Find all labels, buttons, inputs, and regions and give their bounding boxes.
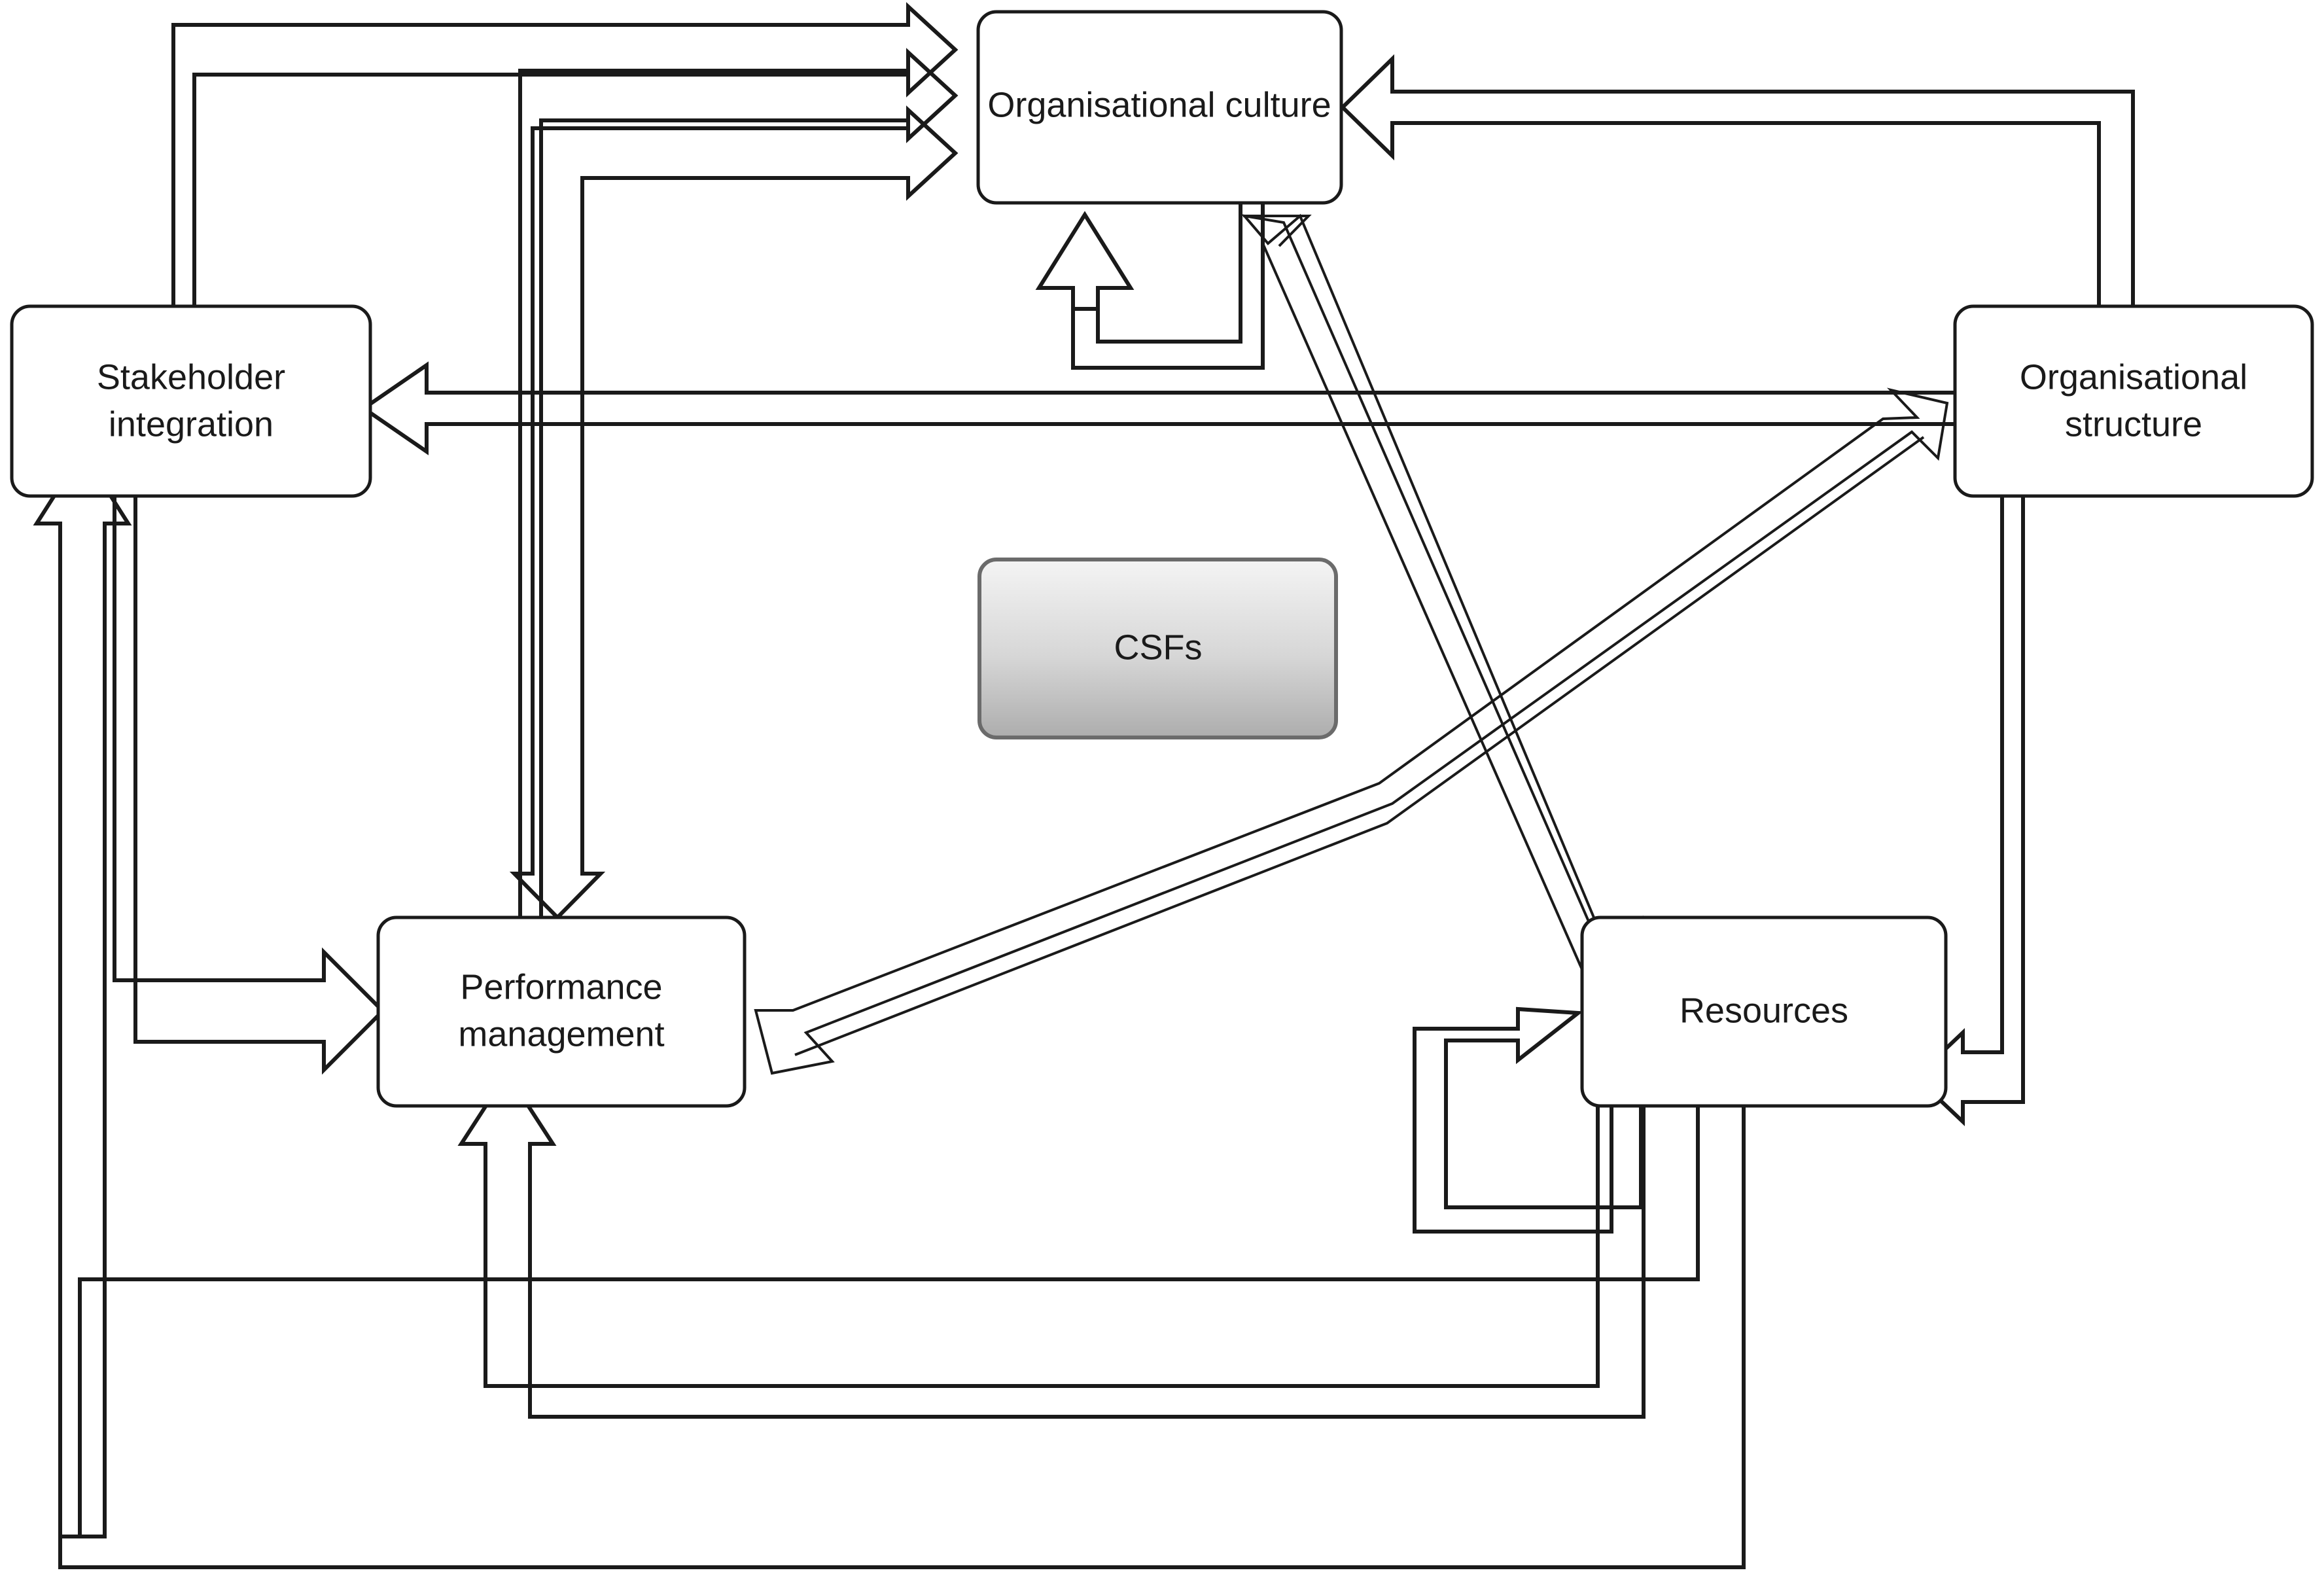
organisational-culture-box[interactable] — [976, 10, 1343, 205]
edge-resources-to-stakeholder — [58, 1106, 1746, 1569]
performance-management-label-line2: management — [458, 1014, 664, 1054]
edge-stakeholder-to-performance — [113, 496, 386, 1075]
organisational-culture-label: Organisational culture — [987, 85, 1331, 124]
csfs-box[interactable] — [977, 558, 1338, 739]
performance-management-box[interactable] — [376, 915, 747, 1108]
csfs-label: CSFs — [1114, 628, 1203, 667]
resources-label: Resources — [1680, 991, 1848, 1030]
node-csfs[interactable]: CSFs — [977, 558, 1338, 739]
edge-resources-self-loop — [1413, 1006, 1643, 1234]
edge-performance-structure-twoway — [754, 387, 1949, 1075]
stakeholder-integration-label-line2: integration — [109, 404, 273, 444]
stakeholder-integration-box[interactable] — [10, 304, 372, 498]
stakeholder-integration-label-line1: Stakeholder — [97, 357, 285, 397]
edge-culture-self-loop — [1071, 203, 1265, 370]
edge-culture-arrowhead-top — [1243, 215, 1312, 247]
connectors-layer — [33, 2, 2135, 1569]
edge-performance-structure-shaft-lower — [794, 436, 1925, 1056]
node-resources[interactable]: Resources — [1580, 915, 1948, 1108]
performance-management-label-line1: Performance — [460, 967, 662, 1006]
edge-structure-to-culture — [1339, 54, 2135, 306]
edge-performance-to-culture — [518, 48, 959, 917]
resources-box[interactable] — [1580, 915, 1948, 1108]
node-performance-management[interactable]: Performance management — [376, 915, 747, 1108]
organisational-structure-label-line2: structure — [2065, 404, 2202, 444]
organisational-structure-label-line1: Organisational — [2020, 357, 2247, 397]
edge-structure-to-stakeholder — [360, 361, 1955, 455]
edge-culture-to-performance — [509, 105, 959, 921]
edge-culture-self-loop-arrowhead — [1035, 211, 1135, 309]
edge-resources-to-performance — [457, 1069, 1646, 1419]
organisational-structure-box[interactable] — [1953, 304, 2314, 498]
node-organisational-culture[interactable]: Organisational culture — [976, 10, 1343, 205]
node-organisational-structure[interactable]: Organisational structure — [1953, 304, 2314, 498]
edge-stakeholder-to-culture — [171, 2, 959, 496]
node-stakeholder-integration[interactable]: Stakeholder integration — [10, 304, 372, 498]
edge-culture-resources-shaft — [1261, 243, 1585, 973]
